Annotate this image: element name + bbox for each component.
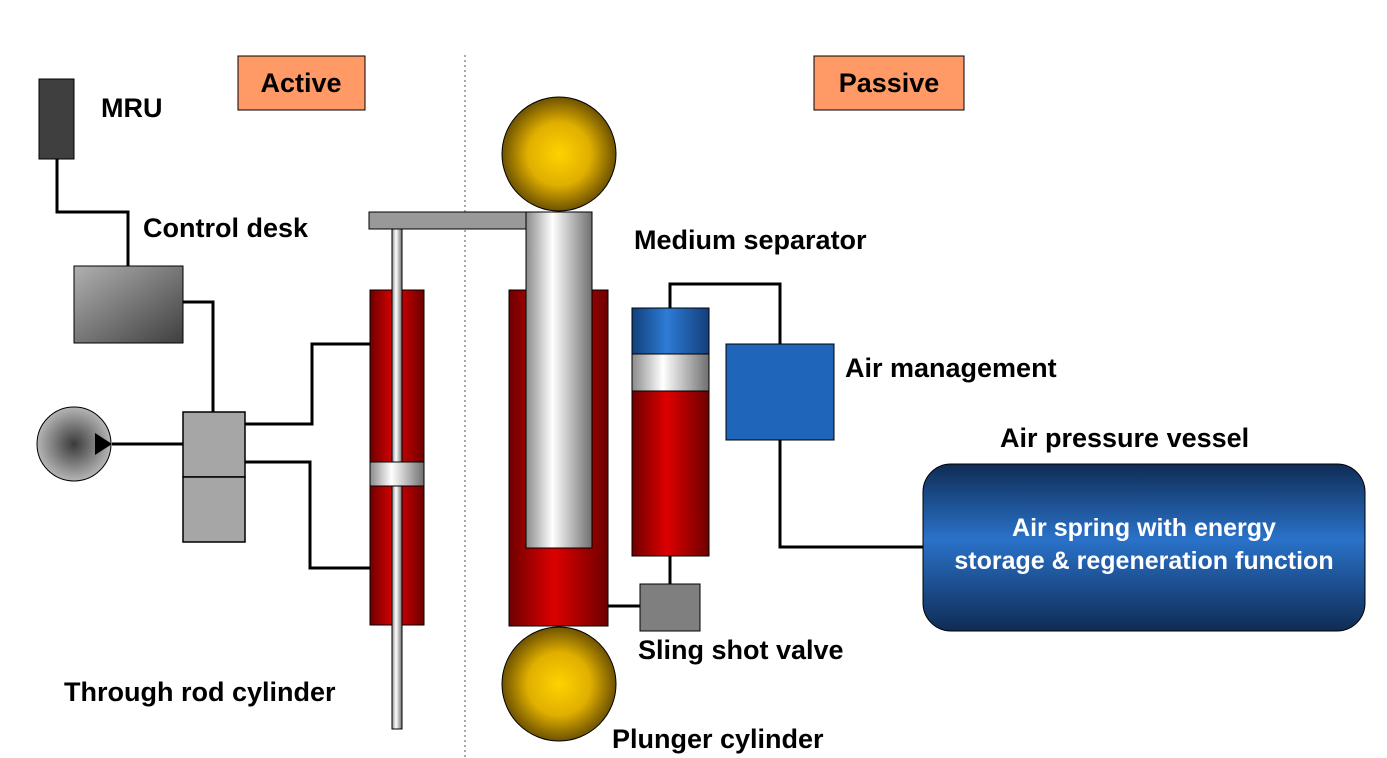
- medium-separator: [631, 307, 710, 557]
- passive-section-label: Passive: [839, 68, 940, 98]
- through-rod-cylinder-label: Through rod cylinder: [64, 677, 336, 707]
- plunger-cylinder: [508, 211, 609, 627]
- active-section-badge: Active: [237, 55, 366, 111]
- sling-shot-valve-label: Sling shot valve: [638, 635, 844, 665]
- vessel-text-line1: Air spring with energy: [1012, 514, 1276, 542]
- passive-section-badge: Passive: [813, 55, 965, 111]
- crossbar: [368, 211, 528, 230]
- active-wiring: [55, 158, 370, 570]
- air-management-label: Air management: [845, 353, 1057, 383]
- control-desk-box: [73, 265, 184, 344]
- air-pressure-vessel-label: Air pressure vessel: [1000, 423, 1249, 453]
- mru-label: MRU: [101, 93, 163, 123]
- through-rod-cylinder: [369, 228, 425, 730]
- control-desk-label: Control desk: [143, 213, 309, 243]
- vessel-text-line2: storage & regeneration function: [954, 547, 1333, 575]
- mru-unit: [38, 78, 75, 160]
- air-management-box: [725, 343, 835, 441]
- pump-icon: [36, 406, 112, 482]
- directional-valve: [182, 411, 246, 543]
- active-section-label: Active: [260, 68, 341, 98]
- sheave-top-icon: [501, 96, 617, 212]
- plunger-cylinder-label: Plunger cylinder: [612, 724, 824, 754]
- medium-separator-label: Medium separator: [634, 225, 867, 255]
- sheave-bottom-icon: [501, 626, 617, 742]
- air-pressure-vessel: [922, 463, 1366, 632]
- passive-wiring: [608, 282, 923, 608]
- sling-shot-valve-box: [639, 583, 701, 632]
